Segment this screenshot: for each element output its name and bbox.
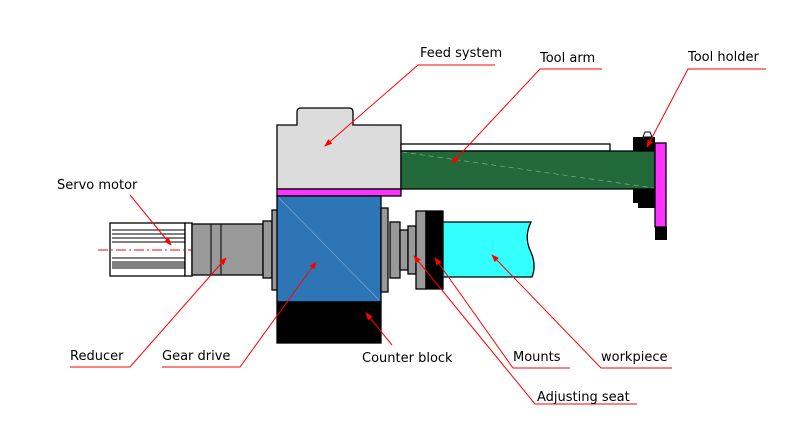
label-workpiece: workpiece xyxy=(601,350,667,365)
label-feed-system: Feed system xyxy=(420,46,502,61)
label-reducer: Reducer xyxy=(70,349,124,364)
tool-arm xyxy=(400,143,656,190)
label-tool-holder: Tool holder xyxy=(687,50,759,65)
label-mounts: Mounts xyxy=(513,350,561,365)
leader-lines xyxy=(70,64,766,405)
label-adjusting-seat: Adjusting seat xyxy=(537,390,630,405)
label-tool-arm: Tool arm xyxy=(539,51,595,66)
label-servo-motor: Servo motor xyxy=(57,178,138,193)
mounts xyxy=(380,207,444,293)
adjusting-seat xyxy=(415,210,427,290)
servo-motor xyxy=(98,222,193,277)
feed-system xyxy=(276,107,402,197)
workpiece xyxy=(442,221,535,278)
label-gear-drive: Gear drive xyxy=(162,349,230,364)
reducer xyxy=(191,209,279,291)
label-counter-block: Counter block xyxy=(362,351,453,366)
counter-block xyxy=(276,301,382,344)
